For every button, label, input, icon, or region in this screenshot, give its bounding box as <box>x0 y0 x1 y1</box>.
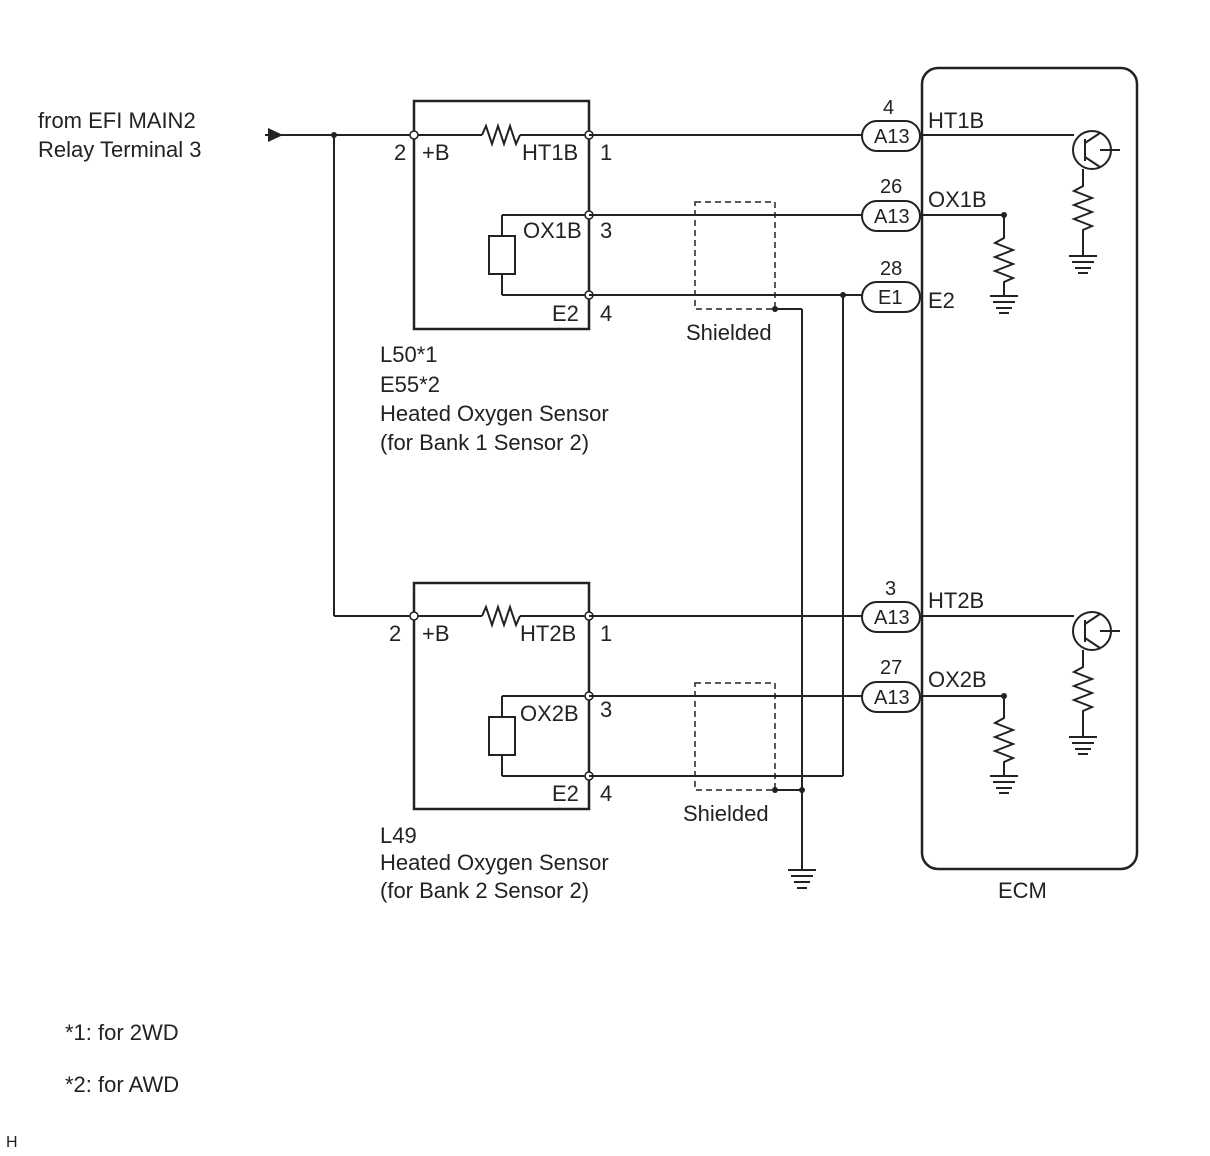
footnote-1: *1: for 2WD <box>65 1020 179 1045</box>
terminal-signal: E2 <box>928 288 955 313</box>
sensor-2-pin-ox-name: OX2B <box>520 701 579 726</box>
ecm-label: ECM <box>998 878 1047 903</box>
sensor-1-code-1: L50*1 <box>380 342 438 367</box>
sensor-2-pin-e2-name: E2 <box>552 781 579 806</box>
power-branch-wire <box>331 132 414 617</box>
shield-1-label: Shielded <box>686 320 772 345</box>
sensor-2: 2 +B HT2B 1 OX2B 3 E2 4 L49 Heated Oxyge… <box>380 581 612 903</box>
resistor-icon <box>1071 180 1095 256</box>
ground-icon <box>1069 736 1097 755</box>
sensor-2-name: Heated Oxygen Sensor <box>380 850 609 875</box>
sensor-1-pin-ht-num: 1 <box>600 140 612 165</box>
sensor-1-pin-b-name: +B <box>422 140 450 165</box>
ecm-box <box>920 66 1139 871</box>
sensor-1-code-2: E55*2 <box>380 372 440 397</box>
terminal-connector: A13 <box>874 687 910 709</box>
sensor-2-pin-b-name: +B <box>422 621 450 646</box>
corner-mark: H <box>6 1134 18 1151</box>
sensor-1-pin-e2-num: 4 <box>600 301 612 326</box>
ecm-internal-wires <box>920 134 1074 697</box>
source-label-line1: from EFI MAIN2 <box>38 108 196 133</box>
sensor-2-desc: (for Bank 2 Sensor 2) <box>380 878 589 903</box>
heater-resistor-icon <box>481 603 521 629</box>
sensor-2-pin-ht-name: HT2B <box>520 621 576 646</box>
sensor-2-pin-ht-num: 1 <box>600 621 612 646</box>
sensing-element-icon <box>488 235 516 275</box>
sensor-2-code-1: L49 <box>380 823 417 848</box>
ground-icon <box>1069 255 1097 274</box>
sensor-2-pin-e2-num: 4 <box>600 781 612 806</box>
ecm-terminal-ht2b: 3 A13 HT2B <box>861 578 984 633</box>
heater-resistor-icon <box>481 122 521 148</box>
terminal-signal: OX2B <box>928 667 987 692</box>
source-arrow-icon <box>265 128 414 142</box>
terminal-signal: OX1B <box>928 187 987 212</box>
terminal-signal: HT1B <box>928 108 984 133</box>
resistor-icon <box>992 696 1016 776</box>
sensor-1-pin-ox-name: OX1B <box>523 218 582 243</box>
ecm-terminal-e2: 28 E1 E2 <box>861 258 955 313</box>
sensor-1-desc: (for Bank 1 Sensor 2) <box>380 430 589 455</box>
resistor-icon <box>1071 661 1095 737</box>
sensor-1-name: Heated Oxygen Sensor <box>380 401 609 426</box>
sensor-2-pin-b-num: 2 <box>389 621 401 646</box>
ground-icon <box>990 775 1018 794</box>
sensor-2-wires <box>589 295 862 793</box>
terminal-pin-number: 4 <box>883 97 894 119</box>
sensor-1-pin-2 <box>409 130 419 140</box>
transistor-icon <box>1072 611 1120 661</box>
terminal-pin-number: 26 <box>880 176 902 198</box>
terminal-connector: E1 <box>878 287 902 309</box>
terminal-connector: A13 <box>874 206 910 228</box>
footnote-2: *2: for AWD <box>65 1072 179 1097</box>
transistor-icon <box>1072 130 1120 180</box>
sensor-1: 2 +B HT1B 1 OX1B 3 E2 4 L50*1 E55*2 Heat… <box>380 99 612 455</box>
sensor-1-pin-ox-num: 3 <box>600 218 612 243</box>
terminal-signal: HT2B <box>928 588 984 613</box>
terminal-connector: A13 <box>874 126 910 148</box>
ground-icon <box>788 869 816 889</box>
ecm-terminal-ox1b: 26 A13 OX1B <box>861 176 987 232</box>
ground-icon <box>990 295 1018 314</box>
terminal-connector: A13 <box>874 607 910 629</box>
sensor-2-pin-ox-num: 3 <box>600 697 612 722</box>
terminal-pin-number: 28 <box>880 258 902 280</box>
shield-1-outline <box>694 201 776 310</box>
ecm-terminal-ht1b: 4 A13 HT1B <box>861 97 984 152</box>
sensor-1-pin-e2-name: E2 <box>552 301 579 326</box>
sensor-1-pin-b-num: 2 <box>394 140 406 165</box>
sensor-1-pin-ht-name: HT1B <box>522 140 578 165</box>
resistor-icon <box>992 215 1016 296</box>
terminal-pin-number: 27 <box>880 657 902 679</box>
source-label-line2: Relay Terminal 3 <box>38 137 201 162</box>
terminal-pin-number: 3 <box>885 578 896 600</box>
shield-2-label: Shielded <box>683 801 769 826</box>
shield-2-outline <box>694 682 776 791</box>
sensor-2-pin-2 <box>409 611 419 621</box>
sensing-element-icon <box>488 716 516 756</box>
ecm-terminal-ox2b: 27 A13 OX2B <box>861 657 987 713</box>
sensor-1-wires <box>589 134 862 312</box>
